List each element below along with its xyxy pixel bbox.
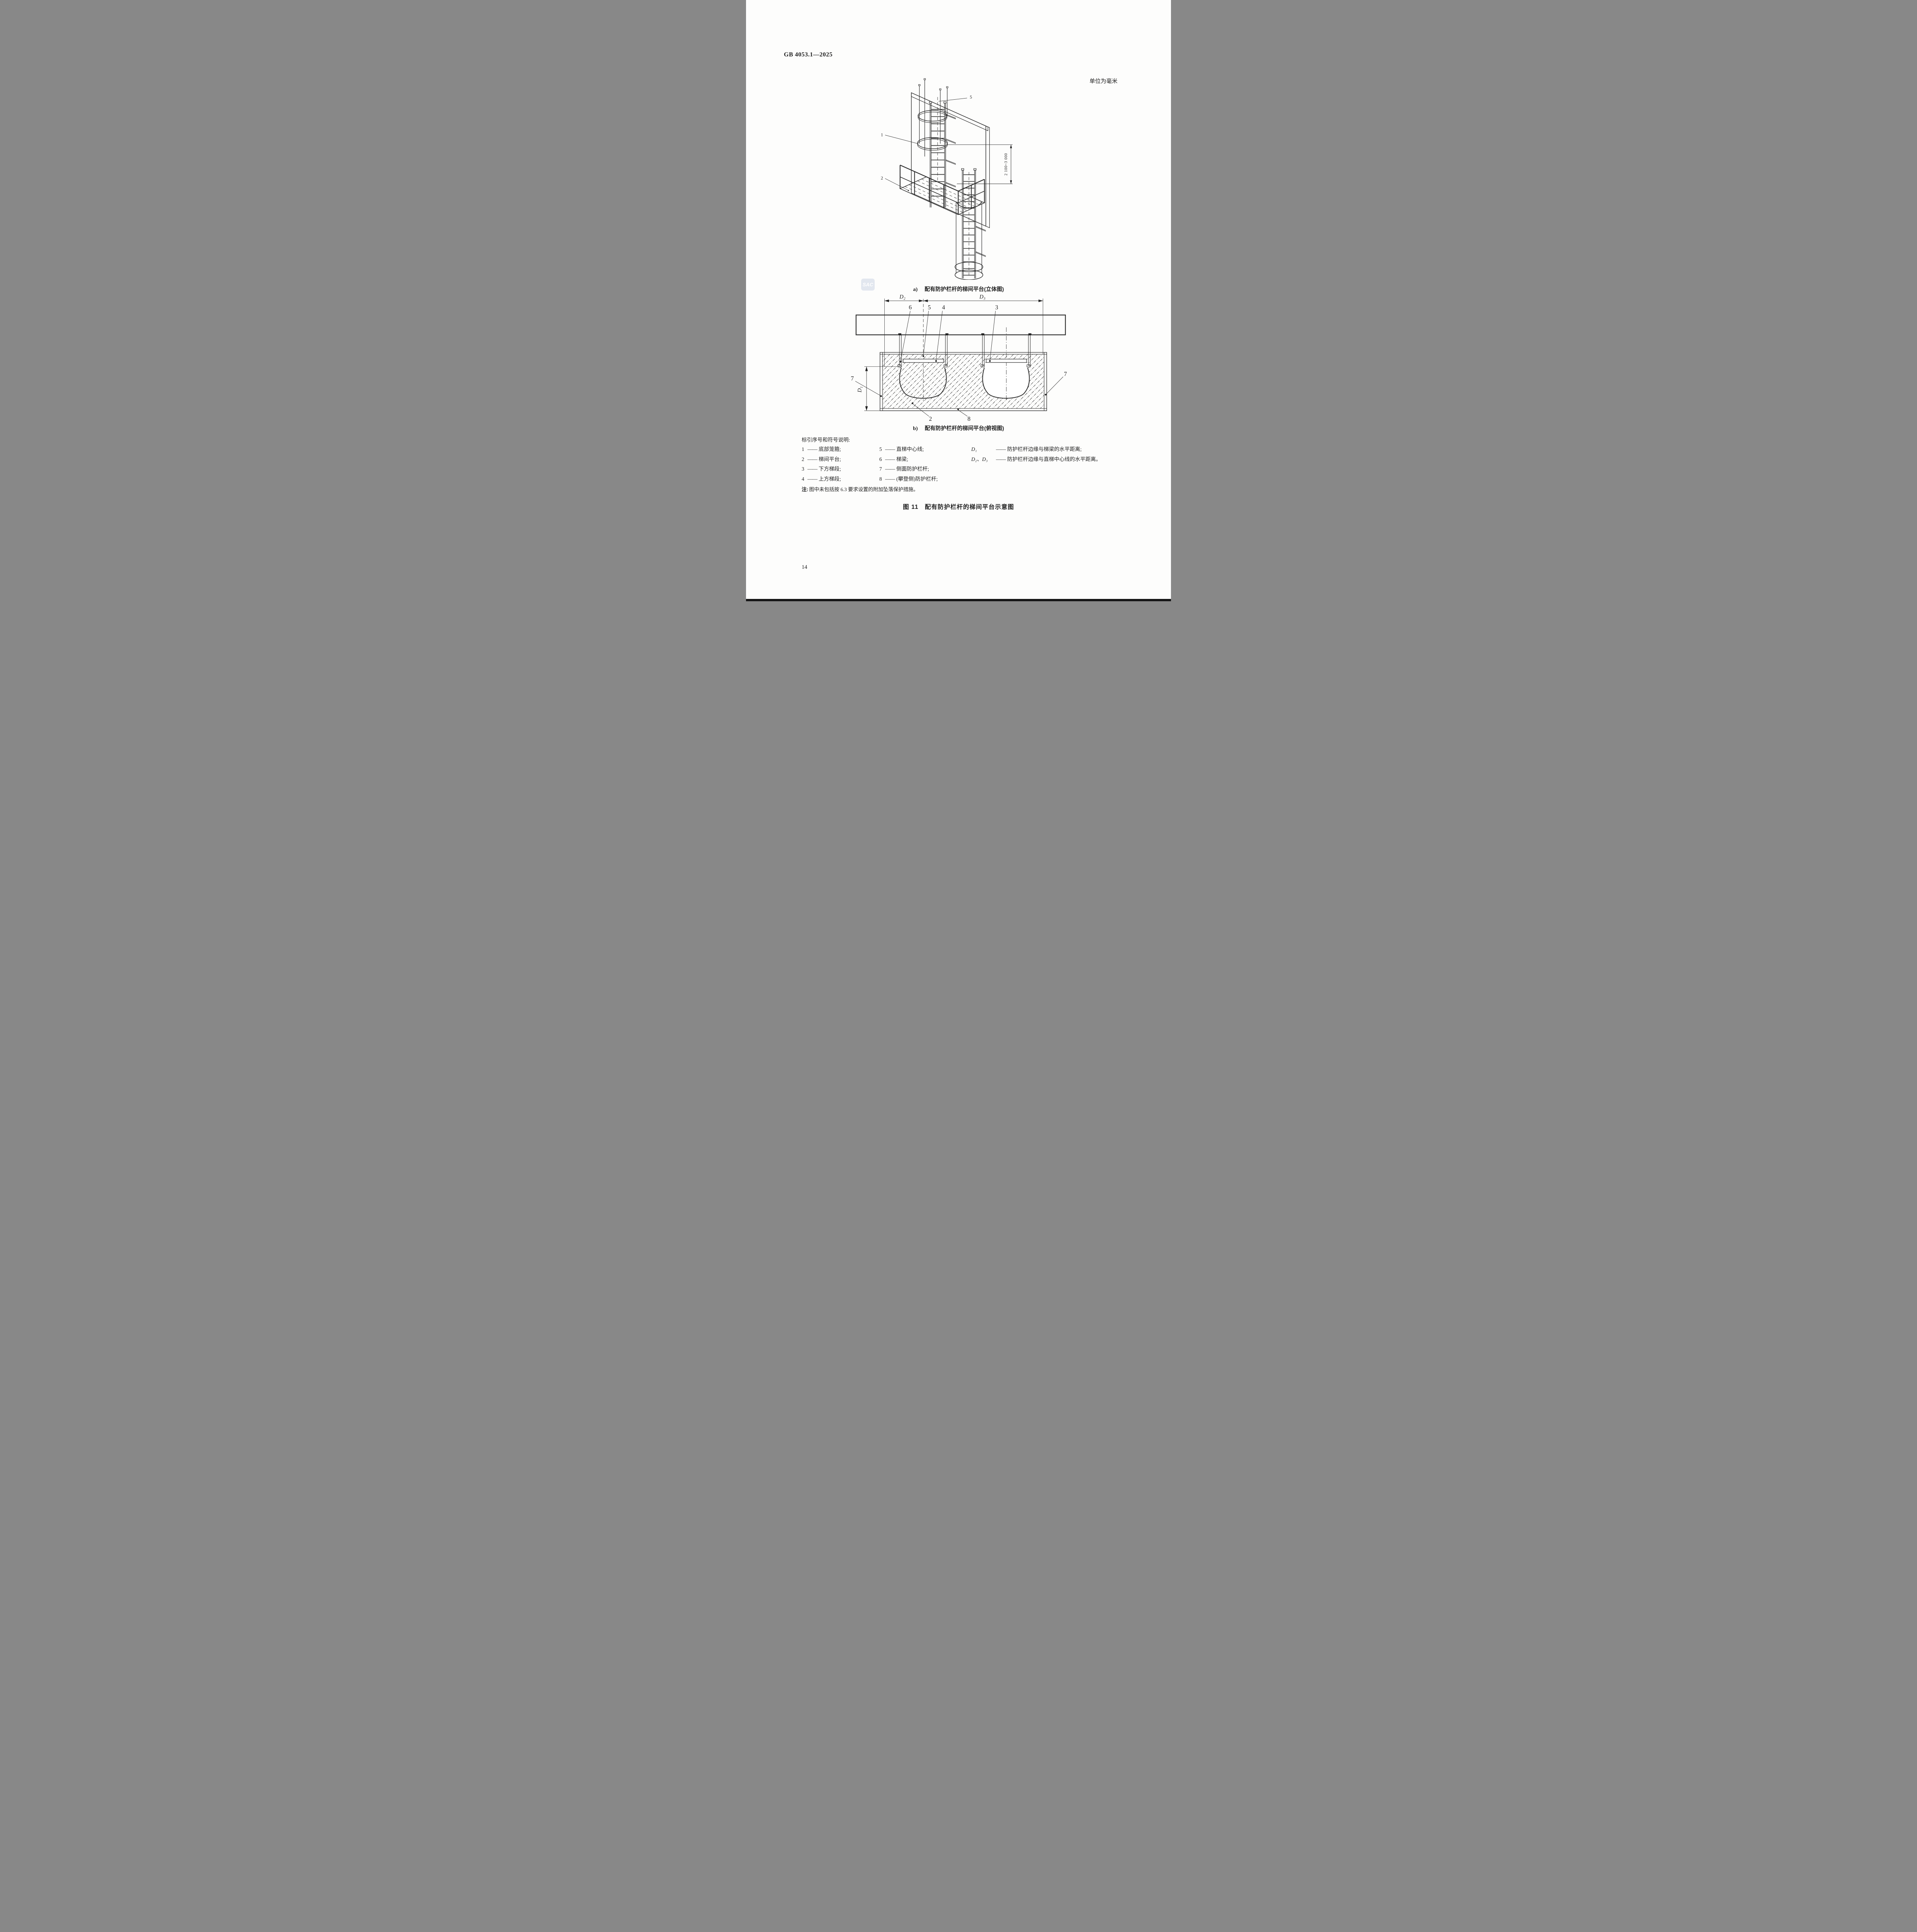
legend-item: 7——侧面防护栏杆;	[879, 466, 929, 472]
wall-bracket	[946, 114, 956, 187]
label-beam: 6	[909, 304, 912, 311]
cage-straps	[919, 80, 947, 156]
legend-column-3: D₁——防护栏杆边缘与梯梁的水平距离; D₂、D₃——防护栏杆边缘与直梯中心线的…	[971, 444, 1101, 464]
upper-ladder	[918, 78, 956, 207]
label-centerline: 5	[928, 304, 931, 311]
legend-item: D₁——防护栏杆边缘与梯梁的水平距离;	[971, 446, 1082, 452]
legend-item: 2——梯间平台;	[802, 456, 841, 462]
legend-column-2: 5——直梯中心线; 6——梯梁; 7——侧面防护栏杆; 8——(攀登侧)防护栏杆…	[879, 444, 938, 484]
vertical-dimension: 2 100~3 000	[947, 145, 1013, 184]
caption-a: a) 配有防护栏杆的梯间平台(立体图)	[746, 285, 1171, 293]
label-climb-rail: 8	[967, 416, 970, 422]
d2-label: D₂	[899, 294, 906, 300]
top-view-drawing: D₂ D₃ D₁ 6 5 4 3	[851, 294, 1067, 422]
figure-a-labels: 5 1 2	[881, 95, 972, 191]
legend-heading: 标引序号和符号说明:	[802, 437, 850, 443]
legend-item: 5——直梯中心线;	[879, 446, 924, 452]
isometric-view-drawing: 2 100~3 000	[881, 76, 1032, 280]
figure-title: 图 11 配有防护栏杆的梯间平台示意图	[903, 504, 1014, 510]
sac-watermark-logo: SAC	[861, 279, 875, 291]
d3-label: D₃	[979, 294, 986, 300]
label-centerline: 5	[970, 95, 972, 100]
caption-b: b) 配有防护栏杆的梯间平台(俯视图)	[746, 424, 1171, 432]
legend-item: 6——梯梁;	[879, 456, 908, 462]
scan-edge	[746, 599, 1171, 601]
figure-note: 注:图中未包括按 6.3 要求设置的附加坠落保护措施。	[802, 486, 919, 492]
dimension-text: 2 100~3 000	[1004, 153, 1008, 175]
isometric-view-figure: 2 100~3 000	[866, 76, 1032, 280]
wall-bracket	[975, 226, 986, 257]
page-number: 14	[802, 564, 807, 570]
label-side-rail-left: 7	[851, 376, 854, 382]
bottom-cage-hoop	[955, 262, 983, 272]
caption-b-prefix: b)	[913, 426, 918, 432]
label-platform: 2	[929, 416, 932, 422]
label-lower-ladder: 3	[995, 304, 998, 311]
lower-ladder-plan	[981, 333, 1032, 367]
concrete-wall	[911, 93, 989, 228]
standard-code: GB 4053.1—2025	[784, 51, 833, 58]
label-side-rail-right: 7	[1064, 371, 1067, 378]
figure-b-labels: 6 5 4 3 7 7 2 8	[851, 304, 1067, 422]
lower-ladder-opening	[982, 362, 1030, 398]
legend-column-1: 1——底部笼箍; 2——梯间平台; 3——下方梯段; 4——上方梯段;	[802, 444, 841, 484]
legend-item: 4——上方梯段;	[802, 476, 841, 482]
cage-hoop	[918, 111, 947, 121]
legend-item: D₂、D₃——防护栏杆边缘与直梯中心线的水平距离。	[971, 456, 1101, 462]
caption-a-text: 配有防护栏杆的梯间平台(立体图)	[925, 286, 1004, 292]
legend-item: 1——底部笼箍;	[802, 446, 841, 452]
upper-ladder-cage-outline	[900, 368, 947, 398]
d1-dimension: D₁	[857, 367, 900, 411]
label-upper-ladder: 4	[942, 304, 945, 311]
wall-beam-plan	[856, 315, 1066, 335]
unit-note: 单位为毫米	[1089, 78, 1118, 85]
legend-item: 3——下方梯段;	[802, 466, 841, 472]
legend-item: 8——(攀登侧)防护栏杆;	[879, 476, 938, 482]
d1-label: D₁	[857, 386, 863, 393]
document-page: GB 4053.1—2025 单位为毫米 SAC	[746, 0, 1171, 601]
d2-d3-dimension: D₂ D₃	[884, 294, 1043, 367]
top-view-figure: D₂ D₃ D₁ 6 5 4 3	[843, 294, 1074, 422]
label-platform: 2	[881, 176, 883, 181]
cage-hoop	[918, 138, 948, 149]
bottom-cage-hoop	[955, 270, 983, 280]
label-cage: 1	[881, 132, 883, 137]
caption-b-text: 配有防护栏杆的梯间平台(俯视图)	[925, 425, 1004, 431]
upper-ladder-plan	[898, 333, 948, 367]
caption-a-prefix: a)	[913, 287, 918, 293]
